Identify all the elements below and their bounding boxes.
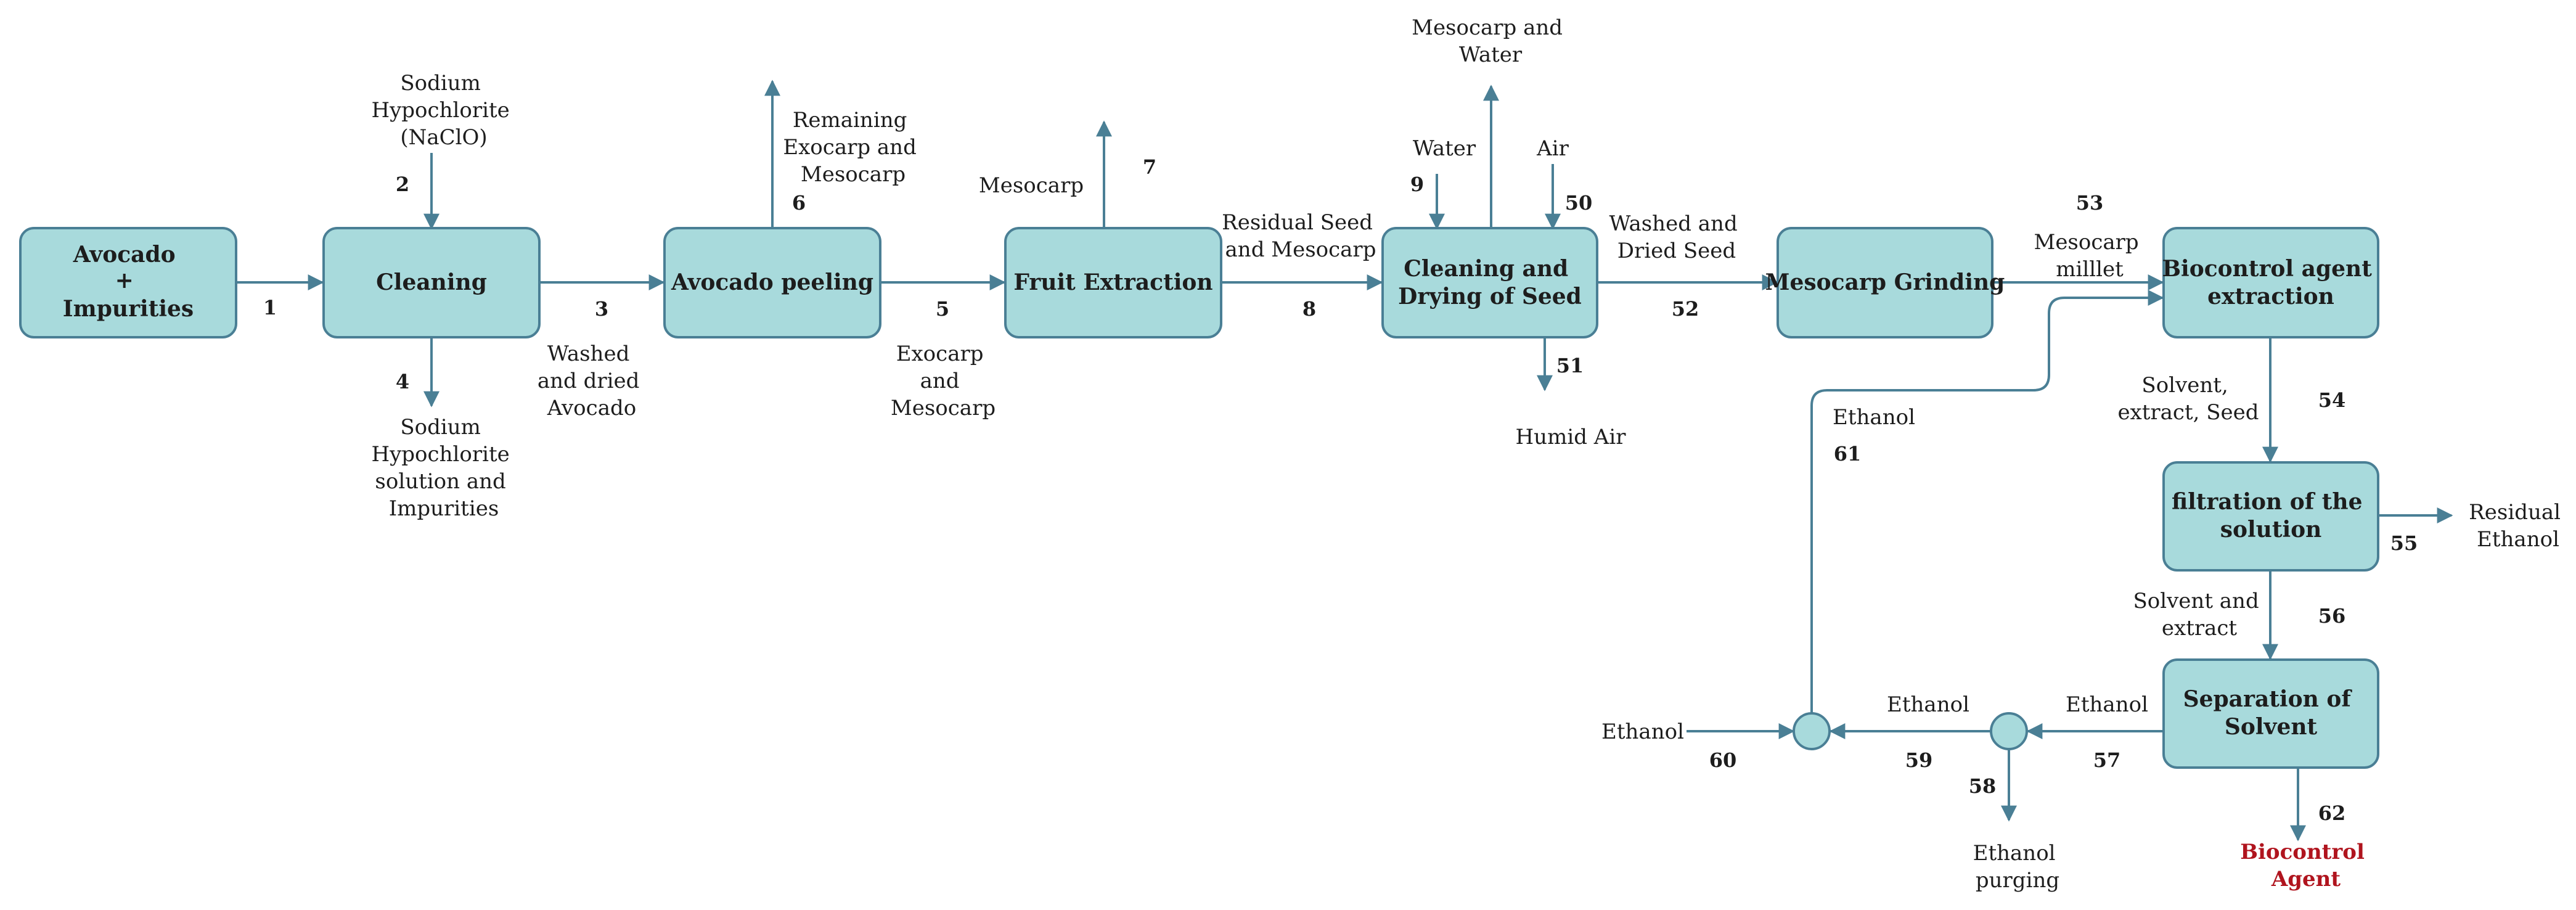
- label-ethanol-59: Ethanol: [1887, 692, 1969, 717]
- stream-number-56: 56: [2318, 604, 2346, 628]
- box-separation-solvent: Separation of Solvent: [2162, 658, 2379, 769]
- box-biocontrol-line-2: extraction: [2207, 284, 2334, 309]
- stream-number-53: 53: [2076, 191, 2104, 215]
- stream-number-58: 58: [1969, 774, 1997, 798]
- stream-numbers: 1 2 3 4 5 6 7 8 9 50 51 52 53 54 55 56 5…: [263, 155, 2418, 825]
- stream-labels: Sodium Hypochlorite (NaClO) Sodium Hypoc…: [371, 15, 2567, 893]
- stream-number-52: 52: [1672, 297, 1699, 321]
- box-filtration-line-1: filtration of the: [2172, 489, 2363, 515]
- box-extraction-line-1: Fruit Extraction: [1013, 269, 1212, 295]
- box-filtration: filtration of the solution: [2162, 461, 2379, 572]
- stream-number-2: 2: [396, 173, 409, 196]
- box-separation-line-1: Separation of: [2183, 686, 2353, 712]
- label-naclo-solution-impurities: Sodium Hypochlorite solution and Impurit…: [371, 415, 516, 521]
- box-mesocarp-grinding: Mesocarp Grinding: [1765, 227, 2005, 338]
- label-residual-seed-mesocarp: Residual Seed and Mesocarp: [1222, 210, 1380, 262]
- svg-text:Avocado + Impuriti: Avocado + Impurities: [63, 242, 194, 322]
- svg-text:Mesocarp Grinding: Mesocarp Grinding: [1765, 269, 2005, 295]
- box-avocado-line-2: +: [115, 268, 134, 293]
- svg-text:filtration of the soluti: filtration of the solution: [2172, 489, 2370, 543]
- label-washed-dried-seed: Washed and Dried Seed: [1609, 211, 1744, 263]
- box-biocontrol-extraction: Biocontrol agent extraction: [2162, 227, 2380, 338]
- label-mesocarp-water: Mesocarp and Water: [1412, 15, 1569, 67]
- stream-number-55: 55: [2390, 531, 2418, 555]
- stream-number-3: 3: [595, 297, 608, 321]
- label-water: Water: [1413, 136, 1476, 161]
- label-ethanol-61: Ethanol: [1833, 405, 1915, 430]
- label-mesocarp: Mesocarp: [979, 173, 1084, 198]
- box-cleaning-drying-seed: Cleaning and Drying of Seed: [1381, 227, 1598, 338]
- label-remaining-exocarp-mesocarp: Remaining Exocarp and Mesocarp: [783, 108, 923, 187]
- stream-number-54: 54: [2318, 388, 2346, 412]
- label-biocontrol-agent: Biocontrol Agent: [2240, 840, 2372, 892]
- stream-number-9: 9: [1410, 173, 1424, 196]
- label-ethanol-57: Ethanol: [2066, 692, 2148, 717]
- stream-number-1: 1: [263, 296, 277, 319]
- stream-number-7: 7: [1143, 155, 1156, 179]
- svg-text:Fruit Extraction: Fruit Extraction: [1013, 269, 1212, 295]
- stream-number-50: 50: [1565, 191, 1593, 215]
- stream-61-arrow: [1810, 290, 2164, 713]
- box-separation-line-2: Solvent: [2225, 714, 2318, 740]
- svg-text:Cleaning: Cleaning: [376, 269, 487, 295]
- stream-number-57: 57: [2093, 748, 2121, 772]
- label-solvent-extract: Solvent and extract: [2133, 589, 2265, 641]
- stream-number-6: 6: [792, 191, 806, 215]
- mixer-node: [1793, 712, 1831, 750]
- box-drying-line-2: Drying of Seed: [1398, 284, 1582, 309]
- stream-number-62: 62: [2318, 801, 2346, 825]
- stream-number-5: 5: [936, 297, 949, 321]
- box-biocontrol-line-1: Biocontrol agent: [2162, 256, 2373, 282]
- flow-lines: [236, 80, 2453, 842]
- box-filtration-line-2: solution: [2220, 517, 2322, 543]
- label-naclo: Sodium Hypochlorite (NaClO): [371, 71, 516, 150]
- stream-number-59: 59: [1905, 748, 1933, 772]
- label-exocarp-mesocarp: Exocarp and Mesocarp: [891, 342, 996, 420]
- splitter-node: [1990, 712, 2028, 750]
- box-cleaning: Cleaning: [322, 227, 541, 338]
- label-solvent-extract-seed: Solvent, extract, Seed: [2117, 373, 2259, 425]
- label-mesocarp-millet: Mesocarp milllet: [2034, 230, 2146, 282]
- stream-number-4: 4: [396, 370, 409, 393]
- box-avocado-line-1: Avocado: [73, 242, 176, 268]
- box-peeling-line-1: Avocado peeling: [671, 269, 873, 295]
- box-avocado-peeling: Avocado peeling: [663, 227, 881, 338]
- svg-text:Separation of Solvent: Separation of Solvent: [2183, 686, 2359, 740]
- box-avocado-line-3: Impurities: [63, 296, 194, 322]
- stream-number-51: 51: [1556, 354, 1584, 377]
- label-air: Air: [1536, 136, 1569, 161]
- box-avocado-impurities: Avocado + Impurities: [19, 227, 237, 338]
- box-fruit-extraction: Fruit Extraction: [1004, 227, 1222, 338]
- svg-text:Avocado peeling: Avocado peeling: [671, 269, 873, 295]
- label-humid-air: Humid Air: [1516, 425, 1627, 449]
- box-grinding-line-1: Mesocarp Grinding: [1765, 269, 2005, 295]
- label-residual-ethanol: Residual Ethanol: [2469, 500, 2567, 552]
- label-ethanol-purging: Ethanol purging: [1973, 841, 2063, 893]
- box-cleaning-line-1: Cleaning: [376, 269, 487, 295]
- box-drying-line-1: Cleaning and: [1404, 256, 1568, 282]
- stream-number-61: 61: [1834, 442, 1862, 465]
- stream-number-60: 60: [1709, 748, 1737, 772]
- svg-text:Cleaning and Drying of S: Cleaning and Drying of Seed: [1398, 256, 1582, 309]
- stream-number-8: 8: [1302, 297, 1316, 321]
- svg-text:Biocontrol agent extract: Biocontrol agent extraction: [2162, 256, 2380, 309]
- label-washed-dried-avocado: Washed and dried Avocado: [538, 342, 646, 420]
- label-ethanol-in: Ethanol: [1601, 719, 1684, 744]
